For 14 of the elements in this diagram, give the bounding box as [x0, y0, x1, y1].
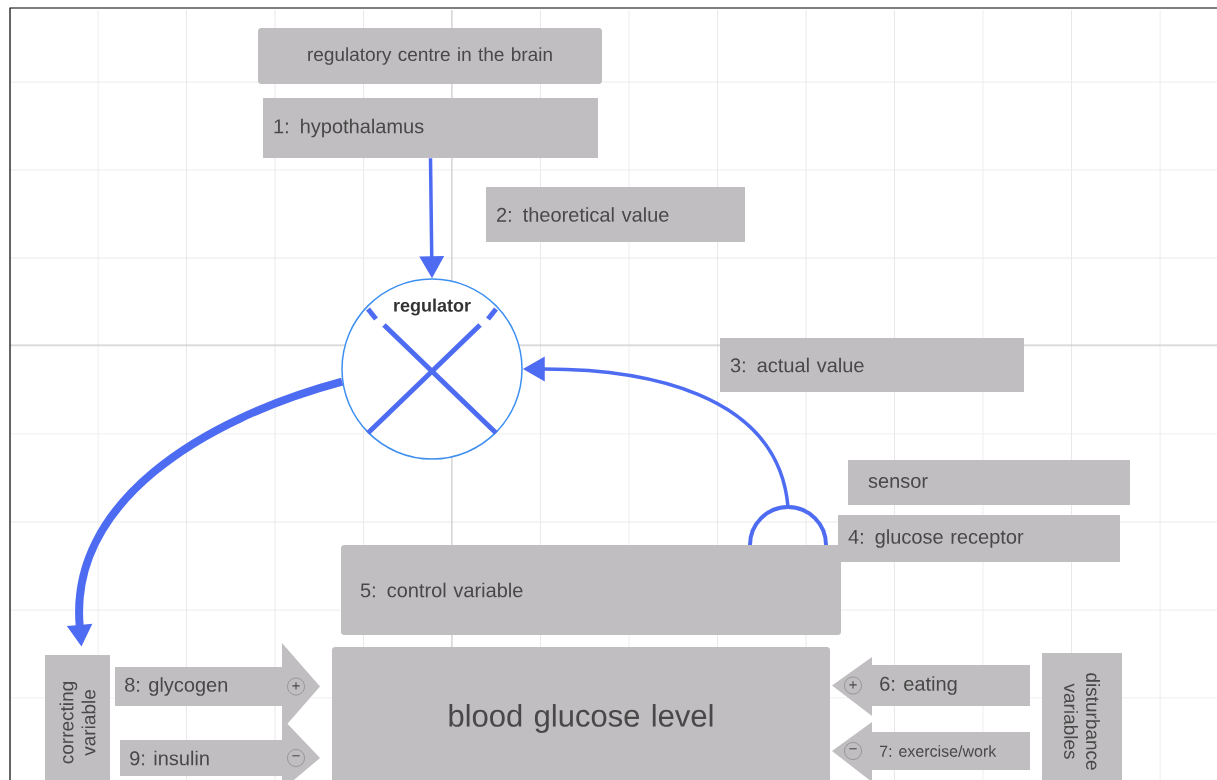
- pointed-label-box: 6: eating +: [832, 657, 1030, 716]
- process-box: blood glucose level: [332, 647, 830, 780]
- pointed-label-box: 7: exercise/work −: [832, 722, 1030, 780]
- label-box: correcting variable: [45, 655, 110, 780]
- label-box: regulatory centre in the brain: [258, 28, 602, 84]
- label-box: 2: theoretical value: [486, 187, 745, 242]
- process-box: 5: control variable: [341, 545, 841, 635]
- label-box: 4: glucose receptor: [838, 515, 1120, 562]
- sensor-semicircle: [748, 505, 828, 546]
- label-box: disturbance variables: [1042, 653, 1122, 780]
- label-box: 3: actual value: [720, 338, 1024, 392]
- label-box: sensor: [848, 460, 1130, 505]
- label-box: 1: hypothalamus: [263, 98, 598, 158]
- pointed-label-box: 8: glycogen +: [115, 643, 320, 730]
